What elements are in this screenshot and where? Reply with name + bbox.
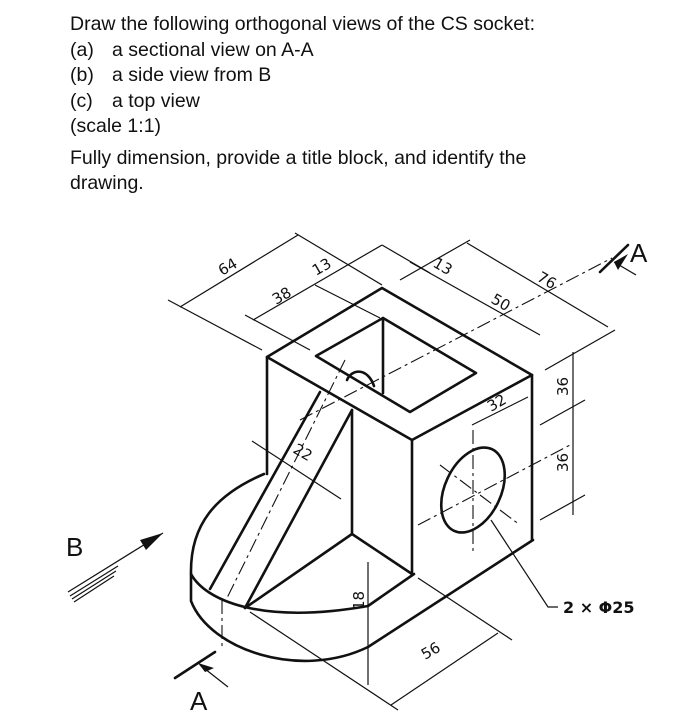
dim-32: 32: [484, 390, 510, 415]
section-arrow-bottom: [173, 650, 229, 688]
question-scale: (scale 1:1): [70, 115, 162, 137]
dim-13-left: 13: [309, 254, 335, 279]
hole-centerline: [417, 444, 571, 526]
hole-circle: [439, 446, 507, 534]
question-item-b: (b)a side view from B: [70, 64, 272, 86]
question-instruction-2: drawing.: [70, 172, 144, 194]
dim-56: 56: [418, 638, 444, 663]
base-top-arc: [189, 472, 416, 614]
view-b-arrow: [67, 532, 164, 603]
hole-centerline: [439, 464, 521, 526]
question-text: Draw the following orthogonal views of t…: [70, 12, 535, 197]
block-opening: [314, 316, 478, 414]
section-label-bottom: A: [190, 686, 208, 716]
dim-22: 22: [290, 440, 316, 465]
question-item-a: (a)a sectional view on A-A: [70, 38, 314, 61]
rib-edge: [243, 408, 354, 610]
question-item-c: (c)a top view: [70, 89, 200, 112]
dim-36-lower: 36: [554, 453, 572, 472]
block-bottom-edge: [350, 532, 414, 576]
section-arrow-top: [598, 243, 637, 276]
section-label-top: A: [630, 238, 648, 268]
dimension-lines: [167, 232, 616, 711]
dim-36-upper: 36: [554, 377, 572, 396]
question-intro: Draw the following orthogonal views of t…: [70, 13, 535, 35]
dim-38: 38: [269, 283, 295, 308]
dim-64: 64: [215, 254, 241, 279]
dim-18: 18: [350, 591, 368, 610]
rib-base-edge: [243, 532, 354, 610]
section-plane-line: [299, 257, 613, 421]
dim-76: 76: [534, 268, 560, 293]
question-instruction-1: Fully dimension, provide a title block, …: [70, 146, 527, 169]
view-label-b: B: [66, 532, 83, 562]
hole-callout: 2 × Φ25: [563, 598, 635, 617]
base-side: [189, 538, 535, 663]
rib-centerline: [225, 359, 346, 601]
rib-edge: [208, 390, 322, 591]
